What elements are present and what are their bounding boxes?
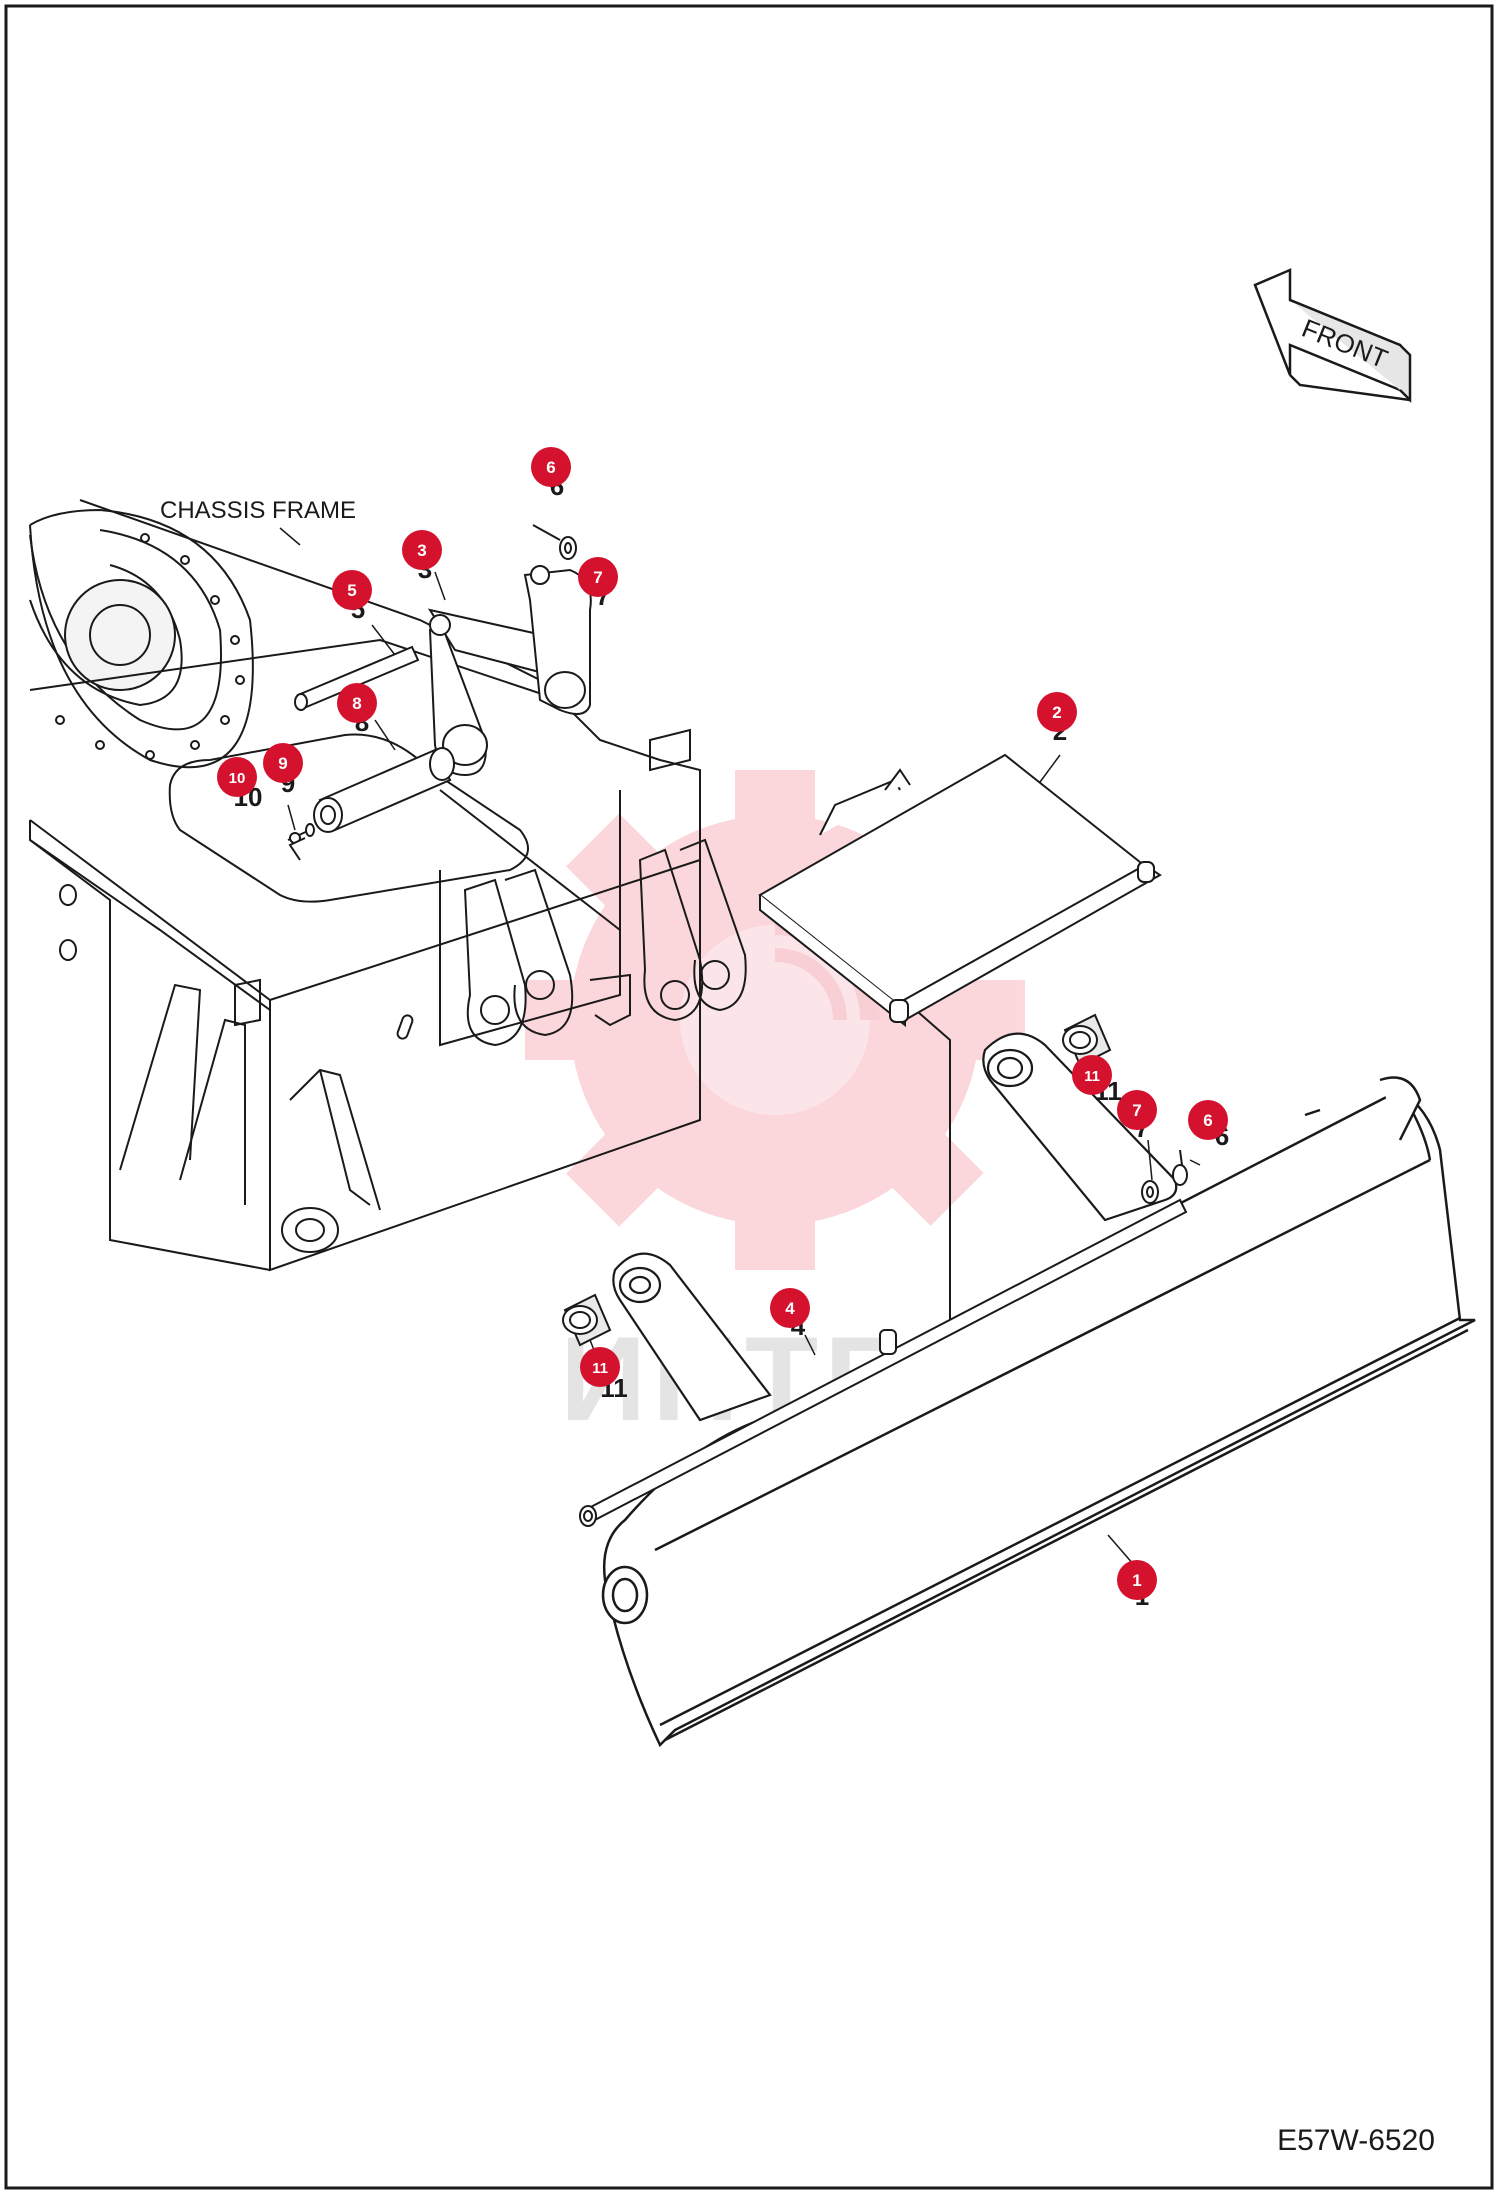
bolt-washer-part-6-7-top: [532, 524, 577, 560]
callout-markers: 1122334455666677778899101011111111: [217, 447, 1229, 1611]
callout-3: 3: [402, 530, 442, 570]
callout-bubble: [1117, 1560, 1157, 1600]
callout-number: 8: [352, 694, 361, 713]
callout-number: 7: [593, 568, 602, 587]
doc-code: E57W-6520: [1277, 2124, 1435, 2157]
callout-bubble: [580, 1347, 620, 1387]
callout-number: 1: [1132, 1571, 1141, 1590]
callout-6a: 6: [531, 447, 571, 487]
chassis-label-leader: [279, 527, 301, 546]
callout-bubble: [402, 530, 442, 570]
callout-number: 7: [1132, 1101, 1141, 1120]
callout-10: 10: [217, 757, 257, 797]
cover-plate-leader: [1039, 754, 1061, 783]
bushing-part-11-upper: [1062, 1013, 1112, 1067]
callout-number: 6: [1203, 1111, 1212, 1130]
callout-bubble: [1188, 1100, 1228, 1140]
cover-plate-part-2: [758, 753, 1162, 1028]
callout-bubble: [337, 683, 377, 723]
callout-bubble: [1037, 692, 1077, 732]
callout-bubble: [1117, 1090, 1157, 1130]
callout-bubble: [217, 757, 257, 797]
link-bracket-part-3: [427, 565, 592, 777]
sheet-border: [4, 4, 1494, 2190]
callout-number: 3: [417, 541, 426, 560]
pin-part-4: [579, 1198, 1188, 1527]
callout-1: 1: [1117, 1560, 1157, 1600]
chassis-frame-drawing: [29, 499, 951, 1320]
pin-4-leader: [804, 1334, 816, 1356]
callout-8: 8: [337, 683, 377, 723]
callout-bubble: [578, 557, 618, 597]
callout-2: 2: [1037, 692, 1077, 732]
bushing-part-11-lower: [562, 1293, 612, 1347]
callout-bubble: [263, 743, 303, 783]
callout-number: 10: [229, 770, 246, 787]
chassis-frame-label: CHASSIS FRAME: [160, 497, 356, 524]
callout-number: 5: [347, 581, 356, 600]
front-direction-arrow: [1253, 268, 1412, 404]
blade-arms: [612, 1032, 1178, 1422]
callout-bubble: [1072, 1055, 1112, 1095]
callout-7b: 7: [1117, 1090, 1157, 1130]
lock-pin-part-9-10: [287, 823, 315, 861]
callout-5: 5: [332, 570, 372, 610]
callout-number: 6: [546, 458, 555, 477]
callout-number: 11: [592, 1360, 608, 1377]
callout-7a: 7: [578, 557, 618, 597]
callout-11a: 11: [1072, 1055, 1112, 1095]
callout-9: 9: [263, 743, 303, 783]
callout-4: 4: [770, 1288, 810, 1328]
callout-6b: 6: [1188, 1100, 1228, 1140]
bolt-washer-part-6-7-right: [1141, 1149, 1188, 1204]
callout-number: 4: [785, 1299, 795, 1318]
pin-part-8: [313, 747, 455, 833]
pin-part-5: [294, 645, 420, 711]
dozer-blade-part-1: [601, 1076, 1476, 1748]
callout-number: 11: [1084, 1068, 1100, 1085]
callout-11b: 11: [580, 1347, 620, 1387]
callout-bubble: [332, 570, 372, 610]
callout-bubble: [531, 447, 571, 487]
callout-number: 2: [1052, 703, 1061, 722]
callout-bubble: [770, 1288, 810, 1328]
callout-number: 9: [278, 754, 287, 773]
